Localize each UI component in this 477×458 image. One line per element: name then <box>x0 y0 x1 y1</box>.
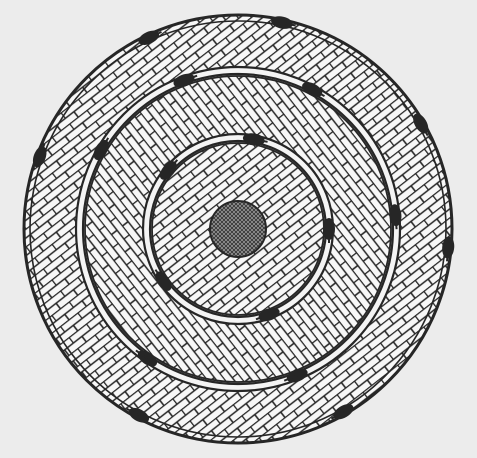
outer-track-marker-tail <box>447 247 448 261</box>
middle-track-marker-tail <box>395 215 396 229</box>
core-disc <box>210 201 266 257</box>
